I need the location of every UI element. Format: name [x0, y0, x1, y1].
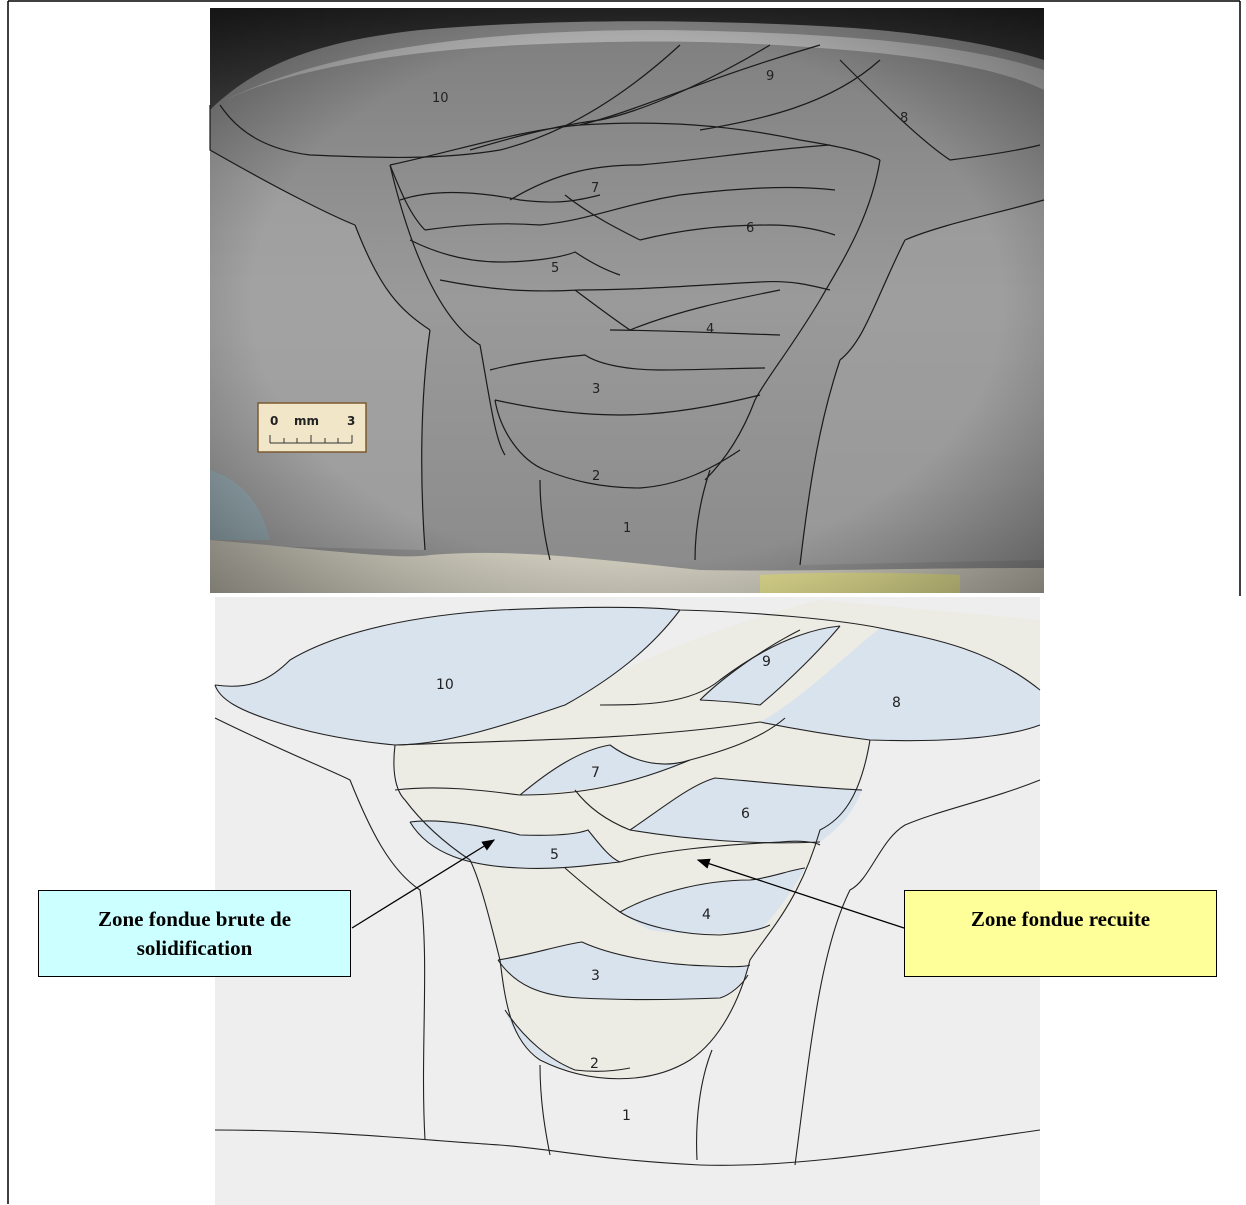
schematic-label-2: 2 [590, 1056, 599, 1072]
schematic-label-8: 8 [892, 695, 901, 711]
photo-label-4: 4 [706, 322, 714, 337]
callout-reheated-text: Zone fondue recuite [971, 907, 1150, 931]
scale-bar: 0 mm 3 [258, 403, 366, 452]
photo-label-8: 8 [900, 111, 908, 126]
scale-bar-unit: mm [294, 414, 319, 428]
schematic-label-3: 3 [591, 968, 600, 984]
scale-bar-right: 3 [347, 414, 355, 428]
photo-label-1: 1 [623, 521, 631, 536]
photo-label-7: 7 [591, 181, 599, 196]
schematic-label-1: 1 [622, 1108, 631, 1124]
callout-as-solidified-text: Zone fondue brute de solidification [98, 907, 291, 960]
photo-label-10: 10 [432, 91, 449, 106]
schematic-label-9: 9 [762, 654, 771, 670]
schematic-label-4: 4 [702, 907, 711, 923]
macrograph-photo: 10 9 8 7 6 5 4 3 2 1 0 mm 3 [210, 8, 1044, 593]
photo-label-9: 9 [766, 69, 774, 84]
photo-label-2: 2 [592, 469, 600, 484]
photo-label-5: 5 [551, 261, 559, 276]
callout-reheated: Zone fondue recuite [904, 890, 1217, 977]
callout-as-solidified: Zone fondue brute de solidification [38, 890, 351, 977]
schematic-label-6: 6 [741, 806, 750, 822]
schematic-label-7: 7 [591, 765, 600, 781]
photo-label-6: 6 [746, 221, 754, 236]
photo-label-3: 3 [592, 382, 600, 397]
scale-bar-left: 0 [270, 414, 278, 428]
schematic-label-5: 5 [550, 847, 559, 863]
schematic-label-10: 10 [436, 677, 454, 693]
